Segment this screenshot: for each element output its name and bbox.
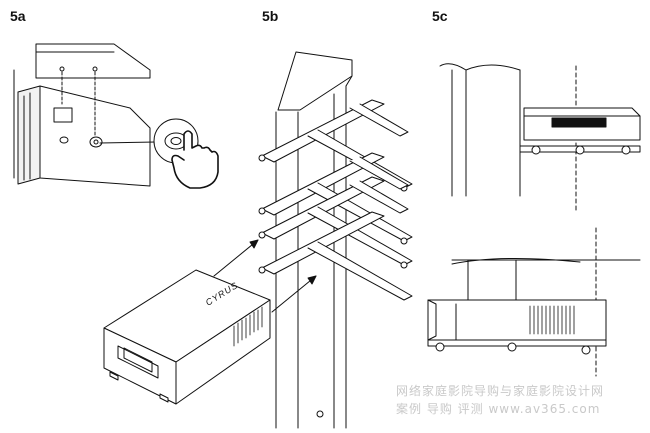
panel-label-5a: 5a xyxy=(10,8,26,24)
panel-5a-illustration xyxy=(13,43,219,189)
post-top xyxy=(451,257,581,265)
unit-side-view xyxy=(427,299,607,341)
insert-arrows xyxy=(213,239,317,313)
post-top xyxy=(439,63,467,71)
unit-side-vents xyxy=(529,305,575,335)
callout-line xyxy=(99,141,157,144)
shelf-tier xyxy=(258,211,413,418)
watermark-line1: 网络家庭影院导购与家庭影院设计网 xyxy=(396,384,605,398)
panel-5b-illustration: CYRUS xyxy=(103,51,413,429)
unit-display-inner xyxy=(123,347,153,373)
unit-front-bezel xyxy=(427,299,437,341)
knob-center xyxy=(170,137,182,145)
screw-right xyxy=(92,66,98,72)
amplifier-unit xyxy=(103,269,271,405)
panel-label-5c: 5c xyxy=(432,8,448,24)
foot-left xyxy=(59,136,69,144)
panel-label-5b: 5b xyxy=(262,8,279,24)
pole-cap xyxy=(277,51,353,111)
cabinet-side xyxy=(17,85,41,185)
shelf-arms xyxy=(258,99,413,418)
bracket xyxy=(53,107,73,123)
hand-icon xyxy=(171,130,219,189)
panel-5c-illustration xyxy=(427,63,641,377)
watermark-line2: 案例 导购 评测 www.av365.com xyxy=(396,402,601,416)
screw-left xyxy=(59,66,65,72)
shelf-tier xyxy=(258,176,413,269)
unit-side xyxy=(175,299,271,405)
upright-post xyxy=(345,75,353,87)
post-top xyxy=(465,64,521,71)
foot-right xyxy=(89,136,103,148)
display-window xyxy=(551,117,607,128)
unit-vents xyxy=(233,306,263,347)
foot-right-center xyxy=(93,139,99,145)
shelf-side xyxy=(427,339,607,347)
shelf-top xyxy=(35,43,151,79)
cabinet-panel xyxy=(39,85,151,187)
